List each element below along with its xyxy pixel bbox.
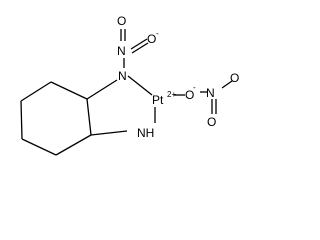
bond-n-upper-pt <box>127 75 153 96</box>
ring-bond-2 <box>50 81 88 100</box>
atom-pt: Pt <box>152 93 164 107</box>
charge-o-top: - <box>156 29 159 38</box>
atom-nh: NH <box>137 126 154 140</box>
ring-bond-4 <box>55 134 92 156</box>
atom-o-right-top: O <box>230 71 239 85</box>
cyclohexane-ring <box>20 81 92 156</box>
bond-ring-nh <box>90 130 128 136</box>
atom-n-right: N <box>206 86 215 100</box>
atom-o-right: O <box>185 88 194 102</box>
molecule-structure: O N O - N Pt 2+ O - N O O NH <box>20 14 239 156</box>
atom-n-top: N <box>117 44 126 58</box>
bond-ring-n-upper <box>86 79 118 100</box>
charge-o-right: - <box>193 83 196 92</box>
atom-o-bottom-right: O <box>207 115 216 129</box>
atom-n-upper: N <box>118 69 127 83</box>
atom-o-top: O <box>147 32 156 46</box>
bond-n-right-o-r <box>221 80 233 89</box>
ring-bond-3 <box>86 98 92 136</box>
ring-bond-6 <box>20 100 23 140</box>
molecule-diagram: O N O - N Pt 2+ O - N O O NH <box>20 14 239 156</box>
bond-n-top-o-top-b <box>131 42 149 54</box>
atom-o-top-left: O <box>117 14 126 28</box>
bond-n-top-o-top-a <box>130 38 148 50</box>
ring-bond-5 <box>21 138 57 156</box>
charge-pt: 2+ <box>167 90 176 99</box>
ring-bond-1 <box>20 81 52 102</box>
